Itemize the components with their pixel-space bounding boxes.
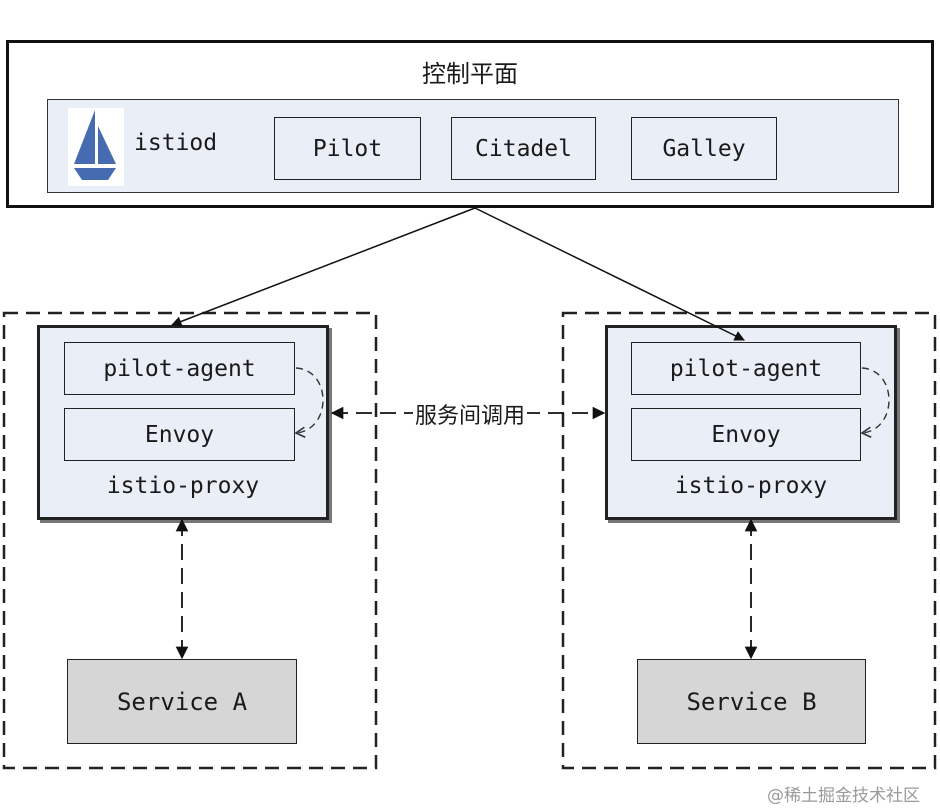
watermark: @稀土掘金技术社区 bbox=[767, 786, 920, 806]
inter-service-label-wrap: 服务间调用 bbox=[380, 398, 560, 430]
right-envoy-box: Envoy bbox=[631, 408, 861, 461]
cp-to-left-arrow bbox=[171, 207, 476, 327]
left-pilot-agent-box: pilot-agent bbox=[64, 342, 295, 395]
control-plane-title: 控制平面 bbox=[422, 60, 518, 88]
right-agent-to-envoy-curve bbox=[860, 367, 890, 439]
right-istio-proxy-label: istio-proxy bbox=[674, 473, 828, 499]
sailboat-icon bbox=[68, 108, 124, 186]
service-b-box: Service B bbox=[637, 659, 866, 744]
left-agent-to-envoy-curve bbox=[294, 367, 324, 439]
cp-to-right-arrow bbox=[474, 207, 745, 341]
citadel-box: Citadel bbox=[451, 117, 596, 180]
inter-service-label: 服务间调用 bbox=[412, 404, 527, 429]
left-istio-proxy-label: istio-proxy bbox=[106, 473, 260, 499]
istiod-label: istiod bbox=[134, 130, 218, 156]
galley-box: Galley bbox=[631, 117, 777, 180]
service-a-box: Service A bbox=[67, 659, 297, 744]
right-pilot-agent-box: pilot-agent bbox=[631, 342, 861, 395]
pilot-box: Pilot bbox=[274, 117, 421, 180]
left-node-dashed-border bbox=[2, 311, 378, 770]
left-envoy-box: Envoy bbox=[64, 408, 295, 461]
right-node-dashed-border bbox=[561, 311, 937, 770]
